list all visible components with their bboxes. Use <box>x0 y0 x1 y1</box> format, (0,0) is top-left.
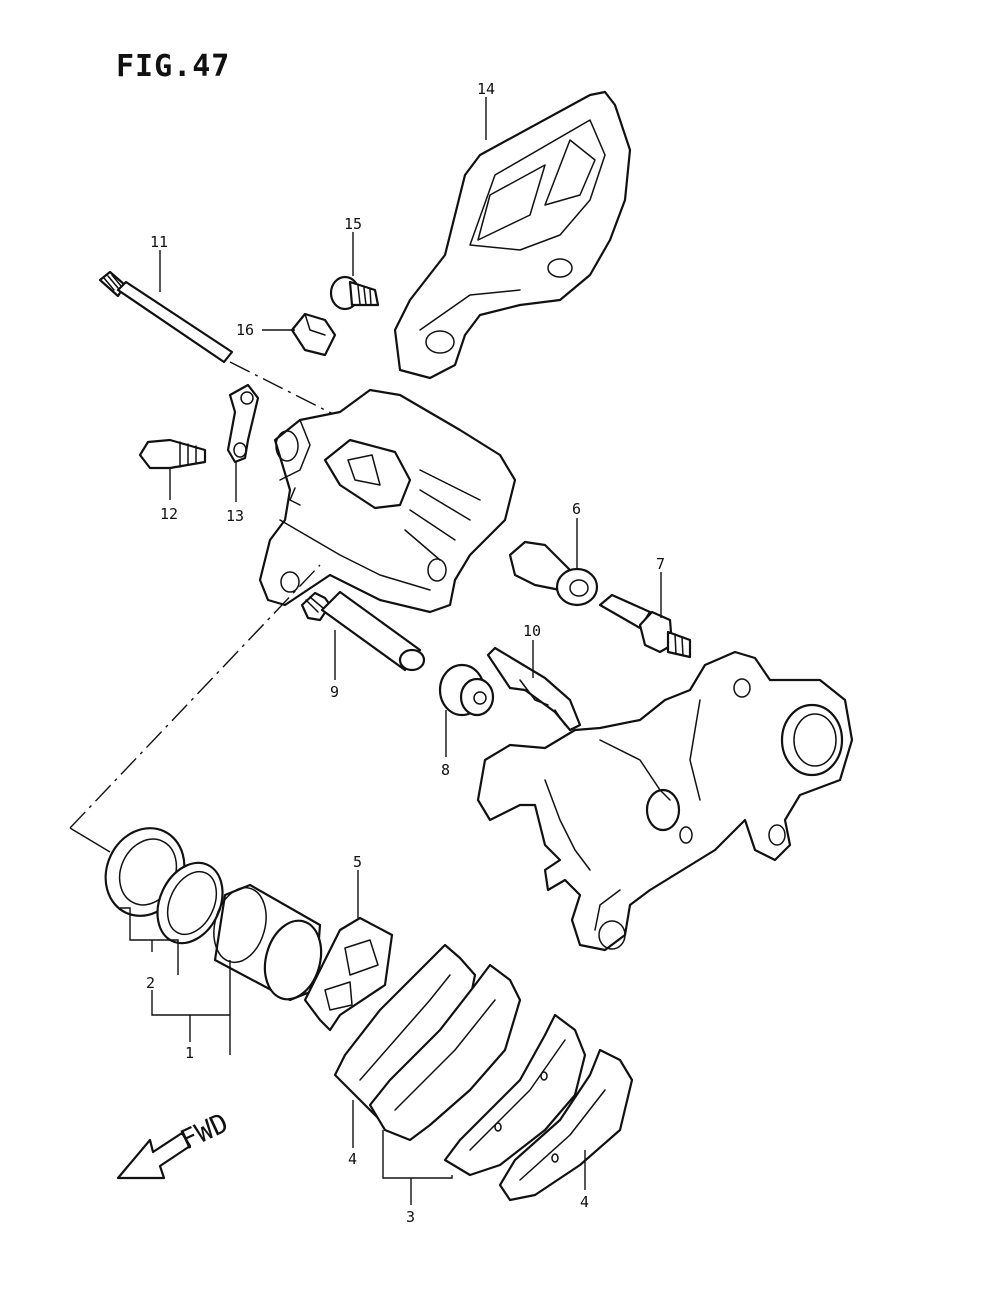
part-9-slide-pin <box>300 590 426 672</box>
part-15-bolt <box>329 275 380 311</box>
callout-13: 13 <box>226 507 244 525</box>
part-7-bolt <box>598 593 692 659</box>
callout-11: 11 <box>150 233 168 251</box>
callout-10: 10 <box>523 622 541 640</box>
part-2-seals <box>104 827 224 945</box>
part-13-washer <box>226 383 260 464</box>
pin-11-alignment-line <box>229 361 336 416</box>
caliper-body <box>258 388 517 614</box>
part-12-bleeder-valve <box>138 438 207 470</box>
part-5-shim <box>303 916 394 1032</box>
forward-arrow: FWD <box>116 1108 233 1180</box>
part-11-pad-pin <box>98 270 234 364</box>
part-16-cap <box>290 312 337 357</box>
callout-15: 15 <box>344 215 362 233</box>
callout-16: 16 <box>236 321 254 339</box>
callout-labels: 14 15 11 16 12 13 6 7 10 9 8 5 2 1 4 3 4 <box>146 80 665 1226</box>
callout-14: 14 <box>477 80 495 98</box>
part-10-pad-spring <box>486 646 582 732</box>
caliper-bracket <box>476 650 854 952</box>
part-1-piston <box>213 883 323 1002</box>
callout-1: 1 <box>185 1044 194 1062</box>
part-6-sleeve <box>508 540 599 607</box>
callout-8: 8 <box>441 761 450 779</box>
callout-7: 7 <box>656 555 665 573</box>
callout-12: 12 <box>160 505 178 523</box>
callout-3: 3 <box>406 1208 415 1226</box>
part-14-caliper-guard <box>393 90 632 380</box>
callout-4-left: 4 <box>348 1150 357 1168</box>
callout-4-right: 4 <box>580 1193 589 1211</box>
part-4-shims <box>443 1013 634 1202</box>
callout-9: 9 <box>330 683 339 701</box>
part-3-brake-pads <box>333 943 522 1142</box>
callout-5: 5 <box>353 853 362 871</box>
callout-2: 2 <box>146 974 155 992</box>
leader-lines <box>69 97 662 1205</box>
figure-title: FIG.47 <box>116 49 230 84</box>
part-8-boot <box>438 663 495 717</box>
callout-6: 6 <box>572 500 581 518</box>
